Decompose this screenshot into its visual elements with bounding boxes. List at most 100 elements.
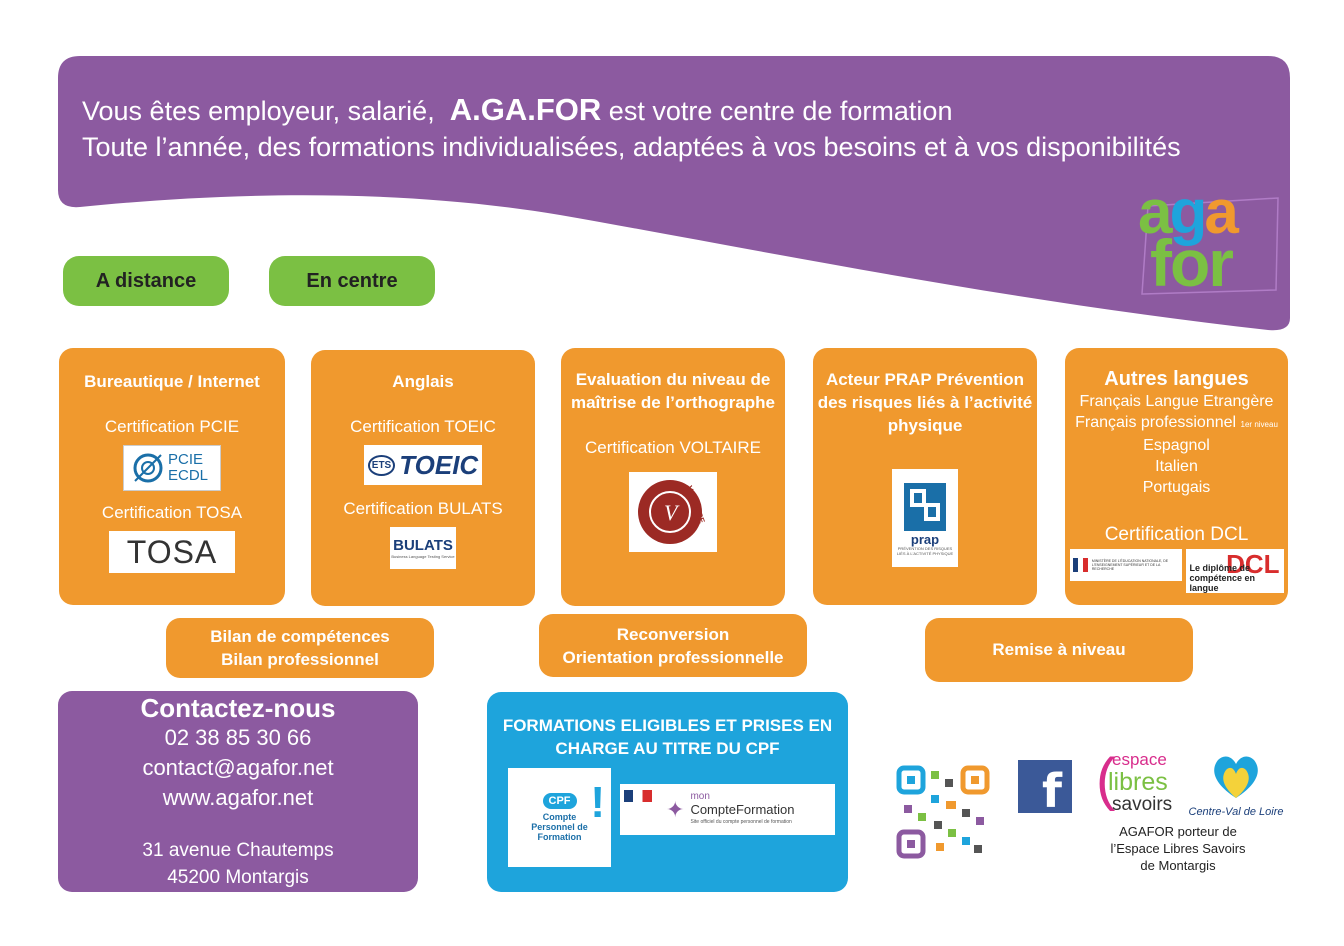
dcl-sub: Le diplôme de compétence en langue [1189,563,1256,593]
cpf-badge-logo: CPF Compte Personnel de Formation ! [508,768,611,867]
pill-reconversion-line2: Orientation professionnelle [562,647,784,667]
contact-address-2: 45200 Montargis [167,867,309,888]
card-bureautique[interactable]: Bureautique / Internet Certification PCI… [59,348,285,605]
pill-reconversion[interactable]: Reconversion Orientation professionnelle [539,614,807,677]
prap-emblem-icon [904,482,946,531]
pill-bilan-line2: Bilan professionnel [221,650,379,669]
tosa-logo: TOSA [109,531,235,573]
person-icon: ✦ [666,796,685,822]
contact-phone[interactable]: 02 38 85 30 66 [164,725,312,750]
mon-compte-text: mon CompteFormation Site officiel du com… [690,790,794,829]
card-title: Evaluation du niveau de maîtrise de l’or… [570,370,776,412]
mode-en-centre[interactable]: En centre [269,256,435,306]
language-item: Français Langue Etrangère [1079,393,1274,410]
language-item: Français professionnel [1075,414,1237,431]
brand-name: A.GA.FOR [449,92,602,127]
card-title: Anglais [392,372,454,391]
ministry-text: MINISTÈRE DE L'ÉDUCATION NATIONALE, DE L… [1091,559,1169,571]
cpf-badge: CPF [542,793,577,809]
caption-line: de Montargis [1140,858,1216,873]
heart-icon [1214,756,1258,798]
cert-voltaire: Certification VOLTAIRE [584,438,762,457]
card-title: Bureautique / Internet [84,372,260,391]
card-langues[interactable]: Autres langues Français Langue Etrangère… [1065,348,1288,605]
bulats-text: BULATS [393,537,453,554]
bulats-logo: BULATS Business Language Testing Service [390,527,456,569]
pcie-logo: PCIE ECDL [123,445,221,491]
caption-line: l’Espace Libres Savoirs [1110,841,1246,856]
toeic-logo: ETS TOEIC [364,445,482,485]
prap-text: prap [910,531,940,547]
logo-a2: a [1204,178,1239,247]
logo-frame [1141,197,1279,295]
logo-a: a [1138,178,1173,247]
pill-remise[interactable]: Remise à niveau [925,618,1193,682]
contact-address-1: 31 avenue Chautemps [142,840,334,861]
contact-box: Contactez-nous 02 38 85 30 66 contact@ag… [58,691,418,892]
contact-title: Contactez-nous [140,693,336,723]
language-item: Portugais [1142,479,1211,496]
site-officiel-text: Site officiel du compte personnel de for… [690,819,792,825]
qr-code-icon[interactable] [896,765,990,859]
pill-reconversion-line1: Reconversion [616,624,730,644]
cpf-box: FORMATIONS ELIGIBLES ET PRISES EN CHARGE… [487,692,848,892]
language-item: Espagnol [1143,437,1210,454]
header-line1: Vous êtes employeur, salarié, A.GA.FOR e… [82,92,1181,129]
bulats-sub: Business Language Testing Service [391,554,455,559]
language-item-fr-pro: Français professionnel 1er niveau [1065,412,1288,435]
region-text: Centre-Val de Loire [1188,806,1284,818]
region-centre-logo: Centre-Val de Loire [1186,752,1286,822]
card-prap[interactable]: Acteur PRAP Prévention des risques liés … [813,348,1037,605]
card-orthographe[interactable]: Evaluation du niveau de maîtrise de l’or… [561,348,785,606]
mon-compte-formation-logo: ✦ mon CompteFormation Site officiel du c… [620,784,835,835]
cert-tosa: Certification TOSA [101,503,243,522]
ministry-logo: MINISTÈRE DE L'ÉDUCATION NATIONALE, DE L… [1069,549,1182,581]
card-title: Acteur PRAP Prévention des risques liés … [817,370,1033,435]
pill-bilan-line1: Bilan de compétences [210,627,390,646]
voltaire-logo: V VOLTAIRE [629,472,717,552]
cpf-exclamation-icon: ! [590,778,605,827]
caption-line: AGAFOR porteur de [1119,824,1237,839]
card-title: Autres langues [1104,368,1249,390]
french-flag-icon [1072,558,1088,572]
svg-text:V: V [664,500,680,525]
header-banner-shape [58,56,1290,331]
cpf-badge-text: Compte Personnel de Formation [531,812,588,842]
prap-sub: PRÉVENTION DES RISQUES LIÉS À L'ACTIVITÉ… [896,545,954,556]
espace-text: espace [1112,750,1167,769]
card-anglais[interactable]: Anglais Certification TOEIC ETS TOEIC Ce… [311,350,535,606]
agafor-logo: aga for [1128,182,1288,310]
mode-a-distance[interactable]: A distance [63,256,229,306]
facebook-icon[interactable]: f [1018,760,1072,814]
cert-pcie: Certification PCIE [104,417,240,436]
pcie-globe-icon [133,453,163,483]
mon-text: mon [690,791,710,802]
logo-for: for [1150,226,1234,300]
dcl-text: DCL [1226,549,1280,579]
contact-website[interactable]: www.agafor.net [162,785,314,810]
prap-logo: prap PRÉVENTION DES RISQUES LIÉS À L'ACT… [892,469,958,567]
dcl-logo: DCL Le diplôme de compétence en langue [1185,549,1284,593]
pcie-text: PCIE ECDL [168,451,209,484]
contact-email[interactable]: contact@agafor.net [142,755,334,780]
voltaire-seal-icon: V [638,480,702,544]
toeic-text: TOEIC [399,449,479,480]
espace-caption: AGAFOR porteur de l’Espace Libres Savoir… [1096,823,1260,874]
libres-text: libres [1108,768,1168,796]
espace-libres-savoirs-logo: ( espace libres savoirs [1096,750,1180,820]
header-line1-suffix: est votre centre de formation [608,96,953,126]
language-list: Français Langue Etrangère Français profe… [1065,391,1288,498]
cert-dcl: Certification DCL [1104,524,1249,545]
language-item: Italien [1155,458,1198,475]
cert-toeic: Certification TOEIC [350,417,496,436]
pill-bilan[interactable]: Bilan de compétences Bilan professionnel [166,618,434,678]
compte-formation-text: CompteFormation [690,802,795,817]
tosa-text: TOSA [126,533,218,570]
logo-bracket-icon: ( [1096,747,1116,812]
cert-bulats: Certification BULATS [343,499,503,518]
dcl-logos: MINISTÈRE DE L'ÉDUCATION NATIONALE, DE L… [1065,549,1288,593]
logo-g: g [1169,178,1207,247]
header-line1-prefix: Vous êtes employeur, salarié, [82,96,435,126]
cpf-title: FORMATIONS ELIGIBLES ET PRISES EN CHARGE… [502,716,833,758]
ets-badge: ETS [367,454,396,476]
